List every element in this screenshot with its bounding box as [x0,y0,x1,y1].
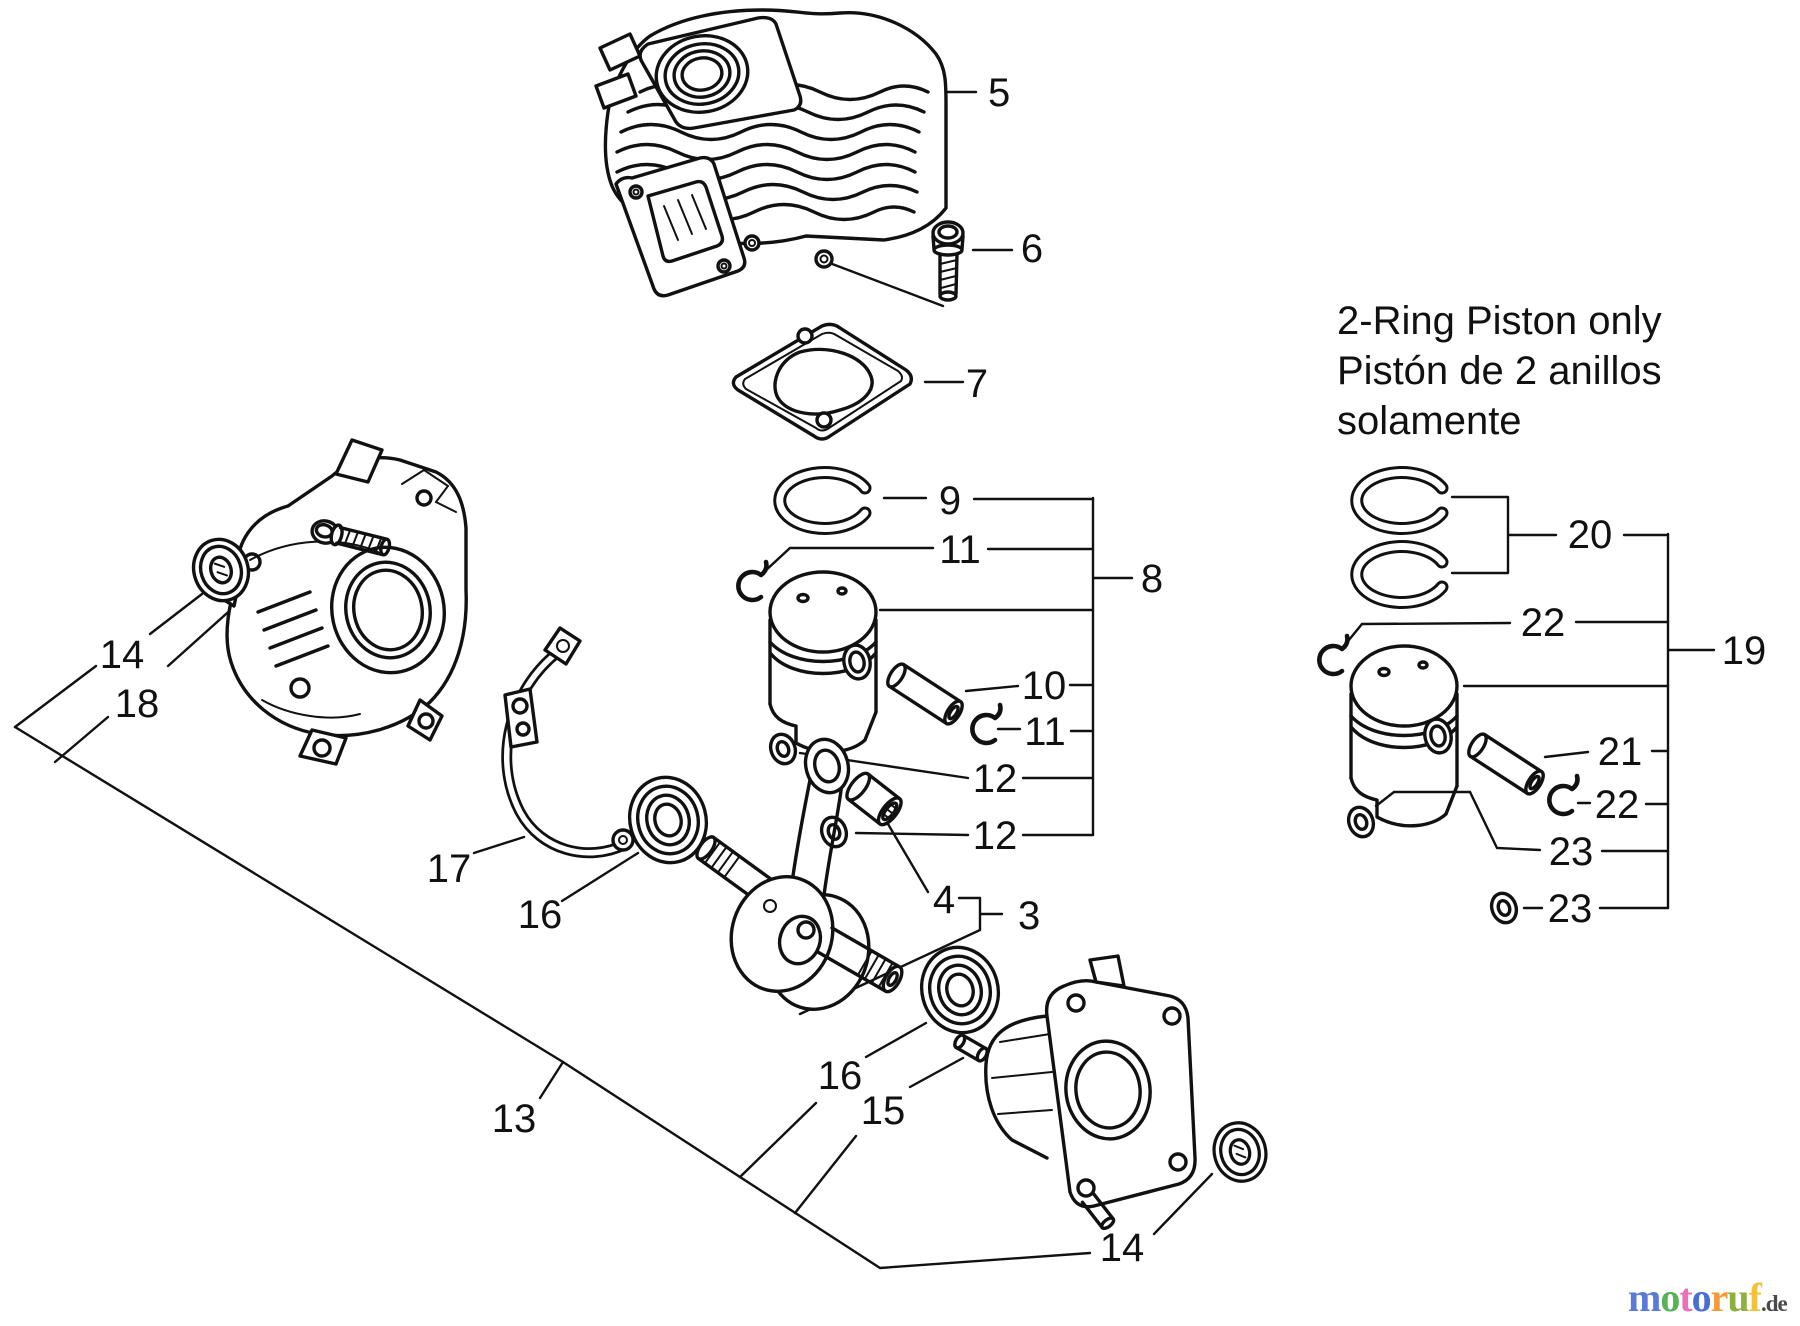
callout-17: 17 [427,847,472,891]
callout-22-lower: 22 [1595,783,1640,827]
cylinder-bolt-hole [743,234,761,252]
cylinder-bore [654,34,750,114]
note-line-3: solamente [1337,399,1522,443]
circlip-part-lower [972,705,1000,743]
callout-23-lower: 23 [1548,887,1593,931]
cylinder-bolt-hole [814,249,834,269]
callout-5: 5 [988,71,1010,115]
callout-10: 10 [1022,664,1067,708]
callout-6: 6 [1021,227,1043,271]
callout-16-left: 16 [518,893,563,937]
crankcase-left-part [206,438,468,766]
cylinder-bolt-part [931,220,965,302]
piston-ring-a-part [1357,473,1442,529]
wrist-pin-part-2r [1463,729,1549,799]
callout-23-upper: 23 [1549,830,1594,874]
circlip-part-upper [738,562,766,600]
dowel-pin-part [951,1031,991,1065]
piston-part-2r [1349,644,1459,828]
exhaust-flange [614,155,747,298]
callout-7: 7 [966,362,988,406]
piston-ring-part [780,473,865,529]
thrust-washer-upper-2r [1342,802,1380,842]
callout-12-upper: 12 [973,757,1018,801]
needle-bearing-part [841,768,907,830]
crankshaft-part [695,737,904,1011]
piston-part [768,570,878,754]
callout-22-upper: 22 [1521,601,1566,645]
callout-14-left: 14 [100,633,145,677]
callout-12-lower: 12 [973,814,1018,858]
callout-9: 9 [939,479,961,523]
callout-11-upper: 11 [939,528,981,572]
crankcase-screw-part [310,519,392,557]
callout-20: 20 [1568,513,1613,557]
piston-ring-b-part [1357,547,1442,603]
oil-seal-right-part [1205,1115,1275,1189]
callout-13: 13 [492,1097,537,1141]
logo-suffix: .de [1761,1291,1788,1316]
cylinder-part [594,8,948,298]
callout-15: 15 [861,1089,906,1133]
callout-11-lower: 11 [1024,710,1066,754]
callout-18: 18 [115,682,160,726]
two-ring-piston-section [1319,473,1577,928]
variant-note: 2-Ring Piston only Pistón de 2 anillos s… [1337,296,1662,446]
crankcase-gasket-part [501,626,635,859]
callout-3: 3 [1018,894,1040,938]
note-line-2: Pistón de 2 anillos [1337,349,1662,393]
motoruf-logo[interactable]: motoruf.de [1628,1274,1788,1321]
note-line-1: 2-Ring Piston only [1337,299,1662,343]
logo-word: motoruf [1628,1275,1762,1320]
wrist-pin-part [882,659,968,729]
circlip-part-lower-2r [1549,776,1577,814]
callout-labels: 5 6 7 9 11 8 10 11 12 12 4 3 14 18 17 16… [100,71,1767,1270]
cylinder-boss-lug [594,72,638,110]
callout-8: 8 [1141,557,1163,601]
callout-16-bottom: 16 [818,1054,863,1098]
base-gasket-part [731,322,914,441]
callout-14-bottom: 14 [1100,1226,1145,1270]
crankcase-right-part [984,954,1197,1231]
circlip-part-upper-2r [1319,636,1347,674]
thrust-washer-lower-2r [1485,888,1523,928]
callout-19: 19 [1722,629,1767,673]
callout-21: 21 [1598,730,1643,774]
callout-4: 4 [933,878,955,922]
